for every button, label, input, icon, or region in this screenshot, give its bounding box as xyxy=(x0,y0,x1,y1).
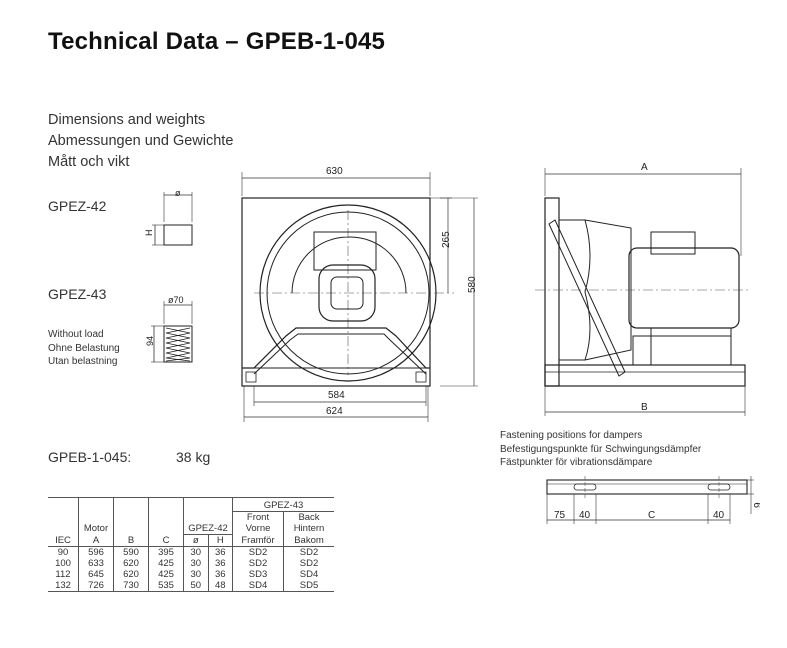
subtitle-de: Abmessungen und Gewichte xyxy=(48,133,234,149)
fastening-note-sv: Fästpunkter för vibrationsdämpare xyxy=(500,457,653,468)
th-back-sv: Bakom xyxy=(283,534,334,547)
load-note-de: Ohne Belastung xyxy=(48,342,120,354)
th-back-de: Hintern xyxy=(293,523,325,534)
table-row: 90 596 590 395 30 36 SD2 SD2 xyxy=(48,546,334,558)
th-back: Back Hintern xyxy=(283,511,334,534)
load-note: Without load Ohne Belastung Utan belastn… xyxy=(48,328,120,369)
th-front-en: Front xyxy=(246,512,270,523)
front-dim-580: 580 xyxy=(467,276,478,293)
gpez43-label: GPEZ-43 xyxy=(48,286,107,302)
fastening-note-en: Fastening positions for dampers xyxy=(500,430,643,441)
th-front-sv: Framför xyxy=(232,534,284,547)
weight-value: 38 kg xyxy=(176,449,211,465)
th-front: Front Vorne xyxy=(232,511,284,534)
front-dim-265: 265 xyxy=(441,231,452,248)
th-back-en: Back xyxy=(298,512,320,523)
gpez42-drawing: ø H xyxy=(144,190,193,246)
table-row: 112 645 620 425 30 36 SD3 SD4 xyxy=(48,568,334,580)
th-iec: IEC xyxy=(48,534,79,547)
table-row: 132 726 730 535 50 48 SD4 SD5 xyxy=(48,579,334,592)
subtitle-sv: Mått och vikt xyxy=(48,154,130,170)
front-dim-630: 630 xyxy=(326,166,343,177)
gpez43-h-label: 94 xyxy=(145,336,155,346)
side-dim-b: B xyxy=(641,402,648,413)
fastening-dim-75: 75 xyxy=(554,510,566,521)
fastening-dim-c: C xyxy=(648,510,655,521)
gpez43-phi-label: ø70 xyxy=(168,295,184,305)
th-front-de: Vorne xyxy=(245,523,271,534)
load-note-sv: Utan belastning xyxy=(48,356,118,367)
weight-label: GPEB-1-045: xyxy=(48,449,132,465)
table-group-gpez43: GPEZ-43 xyxy=(232,497,334,512)
th-motor: Motor xyxy=(78,511,114,534)
gpez42-label: GPEZ-42 xyxy=(48,198,107,214)
th-phi: ø xyxy=(183,533,208,547)
gpez42-phi-label: ø xyxy=(175,190,181,198)
th-gpez42: GPEZ-42 xyxy=(183,511,233,534)
front-dim-624: 624 xyxy=(326,406,343,417)
fastening-dim-9: 9 xyxy=(753,502,760,508)
fastening-dim-40b: 40 xyxy=(713,510,725,521)
gpez42-h-label: H xyxy=(144,230,154,237)
front-view-drawing: 630 265 580 584 624 xyxy=(241,166,478,422)
fastening-note: Fastening positions for dampers Befestig… xyxy=(500,429,701,470)
load-note-en: Without load xyxy=(48,329,104,340)
front-dim-584: 584 xyxy=(328,390,345,401)
fastening-drawing: 75 40 C 40 9 xyxy=(546,476,760,524)
table-row: 100 633 620 425 30 36 SD2 SD2 xyxy=(48,557,334,569)
th-c: C xyxy=(148,534,184,547)
gpez43-drawing: ø70 94 xyxy=(145,295,193,363)
page-title: Technical Data – GPEB-1-045 xyxy=(48,28,386,55)
side-view-drawing: A B xyxy=(535,162,749,416)
subtitle-en: Dimensions and weights xyxy=(48,112,206,128)
side-dim-a: A xyxy=(641,162,648,173)
fastening-note-de: Befestigungspunkte für Schwingungsdämpfe… xyxy=(500,443,702,455)
th-h: H xyxy=(207,533,233,547)
th-a: A xyxy=(78,534,114,547)
th-b: B xyxy=(113,534,149,547)
spec-table: GPEZ-43 Motor GPEZ-42 Front Vorne Back H… xyxy=(48,497,334,592)
fastening-dim-40a: 40 xyxy=(579,510,591,521)
